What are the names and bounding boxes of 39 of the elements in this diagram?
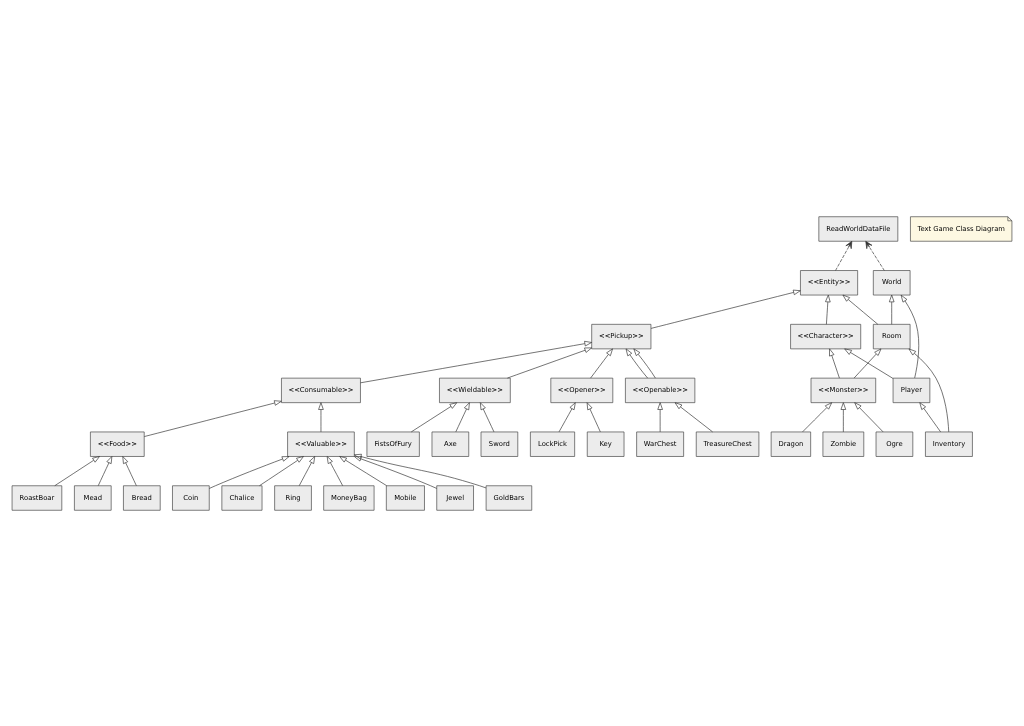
arrow [657,401,663,432]
arrow [854,401,884,432]
arrow [298,455,316,486]
arrow [842,294,879,325]
arrow [919,401,941,432]
arrow [360,340,592,383]
arrow [479,401,495,432]
arrow [326,455,343,486]
arrow [586,401,601,432]
arrow [339,455,387,486]
arrow [840,401,847,432]
arrow [844,348,894,379]
arrow [829,348,840,378]
arrow [455,401,470,432]
arrow [558,401,576,432]
arrow [97,455,113,486]
arrow [208,455,290,489]
arrow [625,348,648,378]
arrow [590,348,613,378]
arrow [825,294,831,325]
arrow [835,240,853,271]
arrow [908,348,950,432]
arrow [54,455,100,486]
arrow [318,401,324,432]
arrow [410,401,458,432]
arrow [354,453,487,488]
arrow [900,294,920,378]
arrow [650,289,801,329]
arrow [633,348,656,378]
arrow [865,240,885,271]
arrow [144,399,282,437]
arrow [802,401,833,432]
arrow [507,347,592,378]
arrow [122,455,137,486]
arrow [354,455,438,489]
arrow [853,348,882,378]
arrow [259,455,304,486]
arrow [889,294,895,325]
arrow [674,401,713,432]
